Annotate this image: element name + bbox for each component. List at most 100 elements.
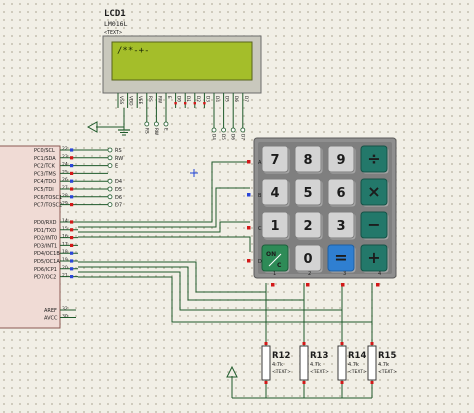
mcu-pin-number: 26	[62, 177, 68, 183]
ground-symbol	[118, 108, 130, 136]
mcu-pin-number: 23	[62, 154, 68, 160]
mcu-pin-number: 14	[62, 218, 68, 224]
net-terminal	[107, 178, 113, 184]
microcontroller[interactable]: PC0/SCL22RSPC1/SDA23RWPC2/TCK24EPC3/TMS2…	[0, 145, 123, 329]
resistor-ref-label: R15	[378, 351, 396, 361]
pin-state-marker	[203, 102, 206, 105]
pin-state-marker	[370, 381, 374, 384]
resistor-sub-label: <TEXT>	[310, 369, 329, 375]
mcu-pin-name: PD3/INT1	[34, 243, 57, 249]
keypad-key-label: 4	[270, 186, 279, 201]
resistor-value-label: 4.7k	[378, 362, 389, 368]
lcd-pin-label: D2	[195, 96, 201, 102]
mcu-net-label: D6	[115, 195, 122, 201]
keypad-key-minus-key[interactable]: −	[360, 211, 389, 240]
lcd-pin-label: VSS	[118, 96, 124, 105]
lcd-net-label: D5	[220, 134, 226, 140]
pin-state-marker	[376, 283, 380, 287]
pin-state-marker	[193, 102, 196, 105]
keypad-key-label: ×	[367, 182, 380, 201]
mcu-pin-number: 15	[62, 226, 68, 232]
lcd-sub-label: <TEXT>	[104, 30, 122, 36]
pin-state-marker	[70, 259, 74, 263]
resistor-value-label: 4.7k	[310, 362, 321, 368]
resistor-value-label: 4.7k	[348, 362, 359, 368]
pin-state-marker	[70, 251, 74, 255]
resistor-sub-label: <TEXT>	[348, 369, 367, 375]
keypad-inner	[258, 142, 392, 274]
net-terminal	[107, 163, 113, 169]
keypad-key-digit-3[interactable]: 3	[327, 211, 356, 240]
pin-state-marker	[70, 203, 74, 207]
keypad-key-digit-5[interactable]: 5	[294, 178, 323, 207]
keypad-key-label: 7	[270, 153, 279, 168]
pin-state-marker	[70, 187, 74, 191]
mcu-pin-number: 32	[62, 306, 68, 312]
keypad-key-label: =	[334, 248, 347, 267]
mcu-pin-number: 27	[62, 185, 68, 191]
keypad-key-label: 3	[336, 219, 345, 234]
keypad-key-digit-1[interactable]: 1	[261, 211, 290, 240]
keypad-key-label: 2	[303, 219, 312, 234]
keypad-key-digit-4[interactable]: 4	[261, 178, 290, 207]
mcu-pin-number: 21	[62, 273, 68, 279]
lcd-net-label: RW	[153, 128, 159, 136]
keypad-key-digit-7[interactable]: 7	[261, 145, 290, 174]
lcd-display-text: /**-+-	[117, 46, 150, 56]
keypad-key-digit-0[interactable]: 0	[294, 244, 323, 273]
resistor-ref-label: R13	[310, 351, 328, 361]
mcu-pin-name: PD7/OC2	[34, 275, 56, 281]
net-terminal	[153, 121, 159, 127]
net-terminal	[107, 186, 113, 192]
mcu-pin-number: 28	[62, 193, 68, 199]
keypad-key-multiply-key[interactable]: ×	[360, 178, 389, 207]
keypad-row-label: D	[258, 259, 262, 265]
mcu-pin-number: 19	[62, 257, 68, 263]
lcd-net-label: E	[163, 128, 169, 131]
mcu-pin-number: 20	[62, 265, 68, 271]
lcd-model-label: LM016L	[104, 20, 128, 28]
lcd-screen	[111, 41, 253, 81]
pin-state-marker	[174, 102, 177, 105]
pin-state-marker	[70, 228, 74, 232]
keypad-key-equals-key[interactable]: =	[327, 244, 356, 273]
keypad-key-plus-key[interactable]: +	[360, 244, 389, 273]
mcu-pin-name: PC5/TDI	[34, 187, 54, 193]
pin-state-marker	[340, 342, 344, 345]
mcu-pin-name: AREF	[44, 308, 57, 314]
mcu-pin-number: 29	[62, 201, 68, 207]
keypad-key-label: ON	[266, 251, 276, 258]
pin-state-marker	[247, 160, 251, 164]
keypad-key-label: 1	[270, 219, 279, 234]
keypad-key-on-clear-key[interactable]: ONC	[261, 244, 290, 273]
mcu-pin-number: 17	[62, 241, 68, 247]
mcu-pin-name: PD2/INT0	[34, 236, 57, 242]
keypad-row-label: C	[258, 226, 262, 232]
mcu-net-label: D5	[115, 187, 122, 193]
net-terminal	[107, 202, 113, 208]
keypad-row-label: A	[258, 160, 262, 166]
keypad-key-digit-2[interactable]: 2	[294, 211, 323, 240]
resistor-sub-label: <TEXT>	[272, 369, 291, 375]
keypad-key-digit-6[interactable]: 6	[327, 178, 356, 207]
mcu-pin-number: 24	[62, 162, 68, 168]
keypad-key-digit-8[interactable]: 8	[294, 145, 323, 174]
keypad-key-label: 9	[336, 153, 345, 168]
net-terminal	[230, 127, 236, 133]
keypad-key-divide-key[interactable]: ÷	[360, 145, 389, 174]
mcu-pin-name: PD0/RXD	[34, 220, 57, 226]
pin-state-marker	[70, 220, 74, 224]
lcd-pin-label: RW	[156, 96, 162, 104]
keypad-key-digit-9[interactable]: 9	[327, 145, 356, 174]
probe-marker	[190, 169, 198, 177]
